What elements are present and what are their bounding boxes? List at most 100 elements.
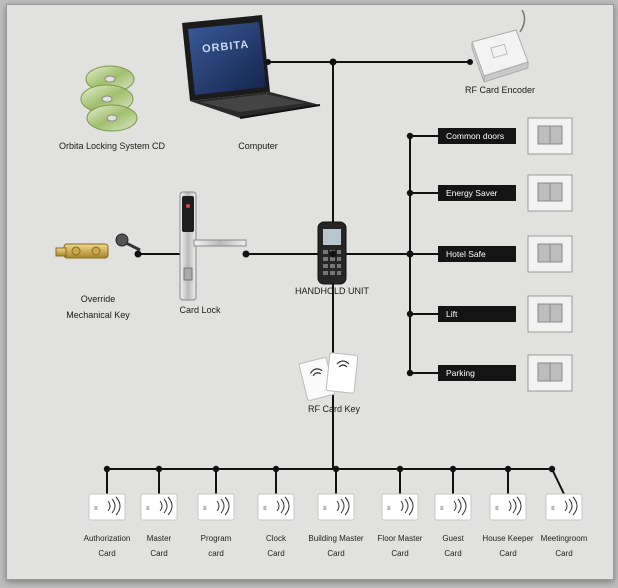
card-label-line2: Card — [555, 549, 572, 558]
card-label-line2: Card — [150, 549, 167, 558]
junction-dot — [449, 465, 457, 473]
card-label-line2: card — [208, 549, 224, 558]
wireless-icon — [107, 496, 121, 516]
junction-dot — [329, 250, 337, 258]
card-image — [489, 493, 527, 521]
junction-dot — [103, 465, 111, 473]
card-label-line1: Master — [147, 534, 172, 543]
card-label-line1: Building Master — [308, 534, 363, 543]
card-image — [197, 493, 235, 521]
junction-dot — [212, 465, 220, 473]
wireless-icon — [453, 496, 467, 516]
wireless-icon — [276, 496, 290, 516]
card-label-line2: Card — [98, 549, 115, 558]
computer-label: Computer — [238, 141, 278, 151]
device-label-box — [438, 246, 516, 262]
device-label: Common doors — [446, 131, 504, 141]
wireless-icon — [216, 496, 230, 516]
card-chip-mark: ≡ — [551, 506, 555, 512]
device-item: Hotel Safe — [406, 235, 573, 273]
device-label-box — [438, 365, 516, 381]
junction-dot — [329, 58, 337, 66]
wireless-icon — [400, 496, 414, 516]
junction-dot — [155, 465, 163, 473]
junction-dot — [548, 465, 556, 473]
card-image — [88, 493, 126, 521]
junction-dot — [504, 465, 512, 473]
card-chip-mark: ≡ — [203, 506, 207, 512]
card-label-line2: Card — [391, 549, 408, 558]
junction-dot — [265, 59, 271, 65]
device-label-box — [438, 185, 516, 201]
wireless-icon — [508, 496, 522, 516]
junction-dot — [396, 465, 404, 473]
device-image — [527, 117, 573, 155]
device-image — [527, 295, 573, 333]
junction-dot — [242, 250, 250, 258]
junction-dot — [272, 465, 280, 473]
device-image — [527, 174, 573, 212]
device-label: Energy Saver — [446, 188, 498, 198]
device-item: Common doors — [406, 117, 573, 155]
override-label-2: Mechanical Key — [66, 310, 130, 320]
card-chip-mark: ≡ — [146, 506, 150, 512]
encoder-icon — [471, 9, 529, 83]
card-image — [434, 493, 472, 521]
device-image — [527, 235, 573, 273]
device-item: Lift — [406, 295, 573, 333]
card-label-line1: Clock — [266, 534, 287, 543]
card-lock-icon — [179, 191, 247, 301]
card-chip-mark: ≡ — [387, 506, 391, 512]
junction-dot — [406, 189, 414, 197]
card-chip-mark: ≡ — [323, 506, 327, 512]
card-label-line1: House Keeper — [482, 534, 533, 543]
device-item: Parking — [406, 354, 573, 392]
device-image — [527, 354, 573, 392]
device-label: Hotel Safe — [446, 249, 486, 259]
handheld-label: HANDHOLD UNIT — [295, 286, 370, 296]
card-connector-line — [551, 468, 565, 495]
card-chip-mark: ≡ — [94, 506, 98, 512]
card-label-line2: Card — [327, 549, 344, 558]
card-label-line1: Floor Master — [378, 534, 423, 543]
card-label-line1: Guest — [442, 534, 464, 543]
junction-dot — [467, 59, 473, 65]
card-image — [545, 493, 583, 521]
wireless-icon — [564, 496, 578, 516]
cd-icon — [80, 65, 138, 132]
card-label-line2: Card — [444, 549, 461, 558]
device-label-box — [438, 306, 516, 322]
device-label: Lift — [446, 309, 458, 319]
card-image — [317, 493, 355, 521]
rf-card-key-label: RF Card Key — [308, 404, 361, 414]
mechanical-key-icon — [55, 233, 141, 259]
card-lock-label: Card Lock — [179, 305, 221, 315]
junction-dot — [406, 369, 414, 377]
card-label-line2: Card — [267, 549, 284, 558]
card-label-line2: Card — [499, 549, 516, 558]
override-label-1: Override — [81, 294, 116, 304]
card-image — [140, 493, 178, 521]
card-label-line1: Meetingroom — [541, 534, 588, 543]
card-chip-mark: ≡ — [440, 506, 444, 512]
junction-dot — [406, 250, 414, 258]
rf-card-key-icon — [298, 352, 359, 401]
laptop-icon — [182, 15, 321, 119]
wireless-icon — [336, 496, 350, 516]
card-chip-mark: ≡ — [495, 506, 499, 512]
junction-dot — [406, 310, 414, 318]
card-image — [257, 493, 295, 521]
card-label-line1: Authorization — [84, 534, 131, 543]
junction-dot — [406, 132, 414, 140]
